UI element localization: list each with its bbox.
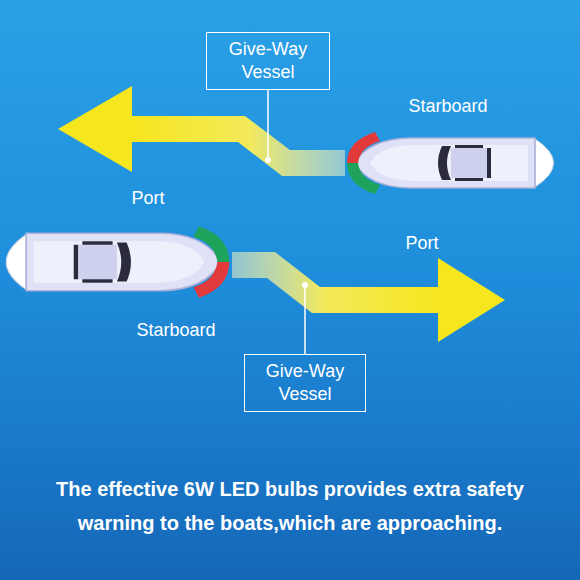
side-label: Port: [405, 232, 438, 254]
arrow-head: [438, 258, 505, 342]
callout-text: Give-Way Vessel: [215, 38, 321, 84]
callout-box: Give-Way Vessel: [244, 354, 366, 412]
side-label: Starboard: [136, 319, 215, 341]
boat: [6, 226, 229, 297]
side-label: Starboard: [408, 95, 487, 117]
leader-line: [304, 287, 306, 354]
callout-text: Give-Way Vessel: [253, 360, 357, 406]
callout-box: Give-Way Vessel: [206, 32, 330, 90]
arrow-head: [58, 86, 132, 172]
arrow-shaft: [232, 252, 440, 313]
side-label: Port: [131, 187, 164, 209]
arrow-shaft: [128, 116, 345, 176]
leader-dot: [302, 282, 308, 288]
leader-line: [267, 90, 269, 158]
caption: The effective 6W LED bulbs provides extr…: [28, 472, 552, 540]
leader-dot: [265, 157, 271, 163]
boat: [347, 132, 554, 194]
